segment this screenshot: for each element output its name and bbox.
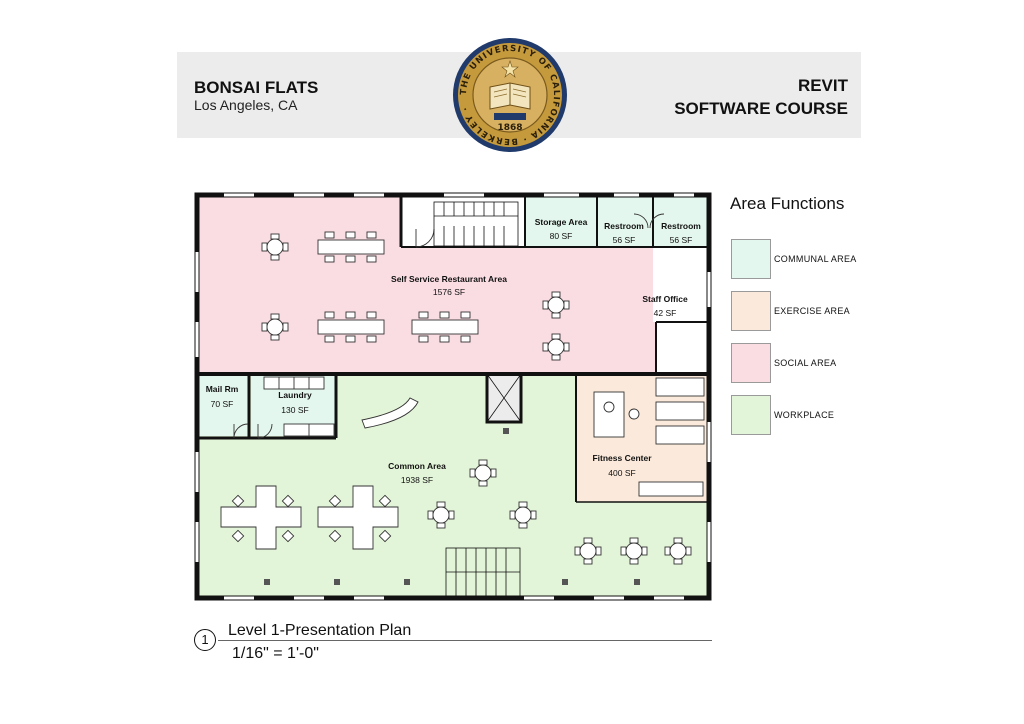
stairs-upper (433, 201, 519, 247)
room-name-staff-office: Staff Office (642, 294, 688, 304)
project-name: BONSAI FLATS (194, 78, 319, 97)
legend-swatch-communal (731, 239, 771, 279)
legend-label-exercise: EXERCISE AREA (774, 306, 850, 316)
room-fill-restroom-1 (597, 197, 653, 247)
room-area-restaurant: 1576 SF (433, 287, 465, 297)
room-area-staff-office: 42 SF (654, 308, 677, 318)
seal-banner (494, 113, 526, 120)
university-seal-logo: THE UNIVERSITY OF CALIFORNIA · BERKELEY … (453, 38, 567, 152)
room-area-restroom-1: 56 SF (613, 235, 636, 245)
room-labels: Self Service Restaurant Area 1576 SF Sto… (206, 217, 702, 485)
stair-core-upper (401, 197, 523, 247)
interior-walls (197, 197, 709, 503)
room-name-fitness-center: Fitness Center (592, 453, 652, 463)
legend-swatch-exercise (731, 291, 771, 331)
window-openings (195, 193, 711, 600)
room-name-common-area: Common Area (388, 461, 446, 471)
seal-year: 1868 (497, 123, 522, 133)
room-area-fitness-center: 400 SF (608, 468, 635, 478)
room-name-mail-room: Mail Rm (206, 384, 239, 394)
room-fill-storage (525, 197, 597, 247)
room-area-common-area: 1938 SF (401, 475, 433, 485)
course-title: REVIT SOFTWARE COURSE (588, 74, 848, 120)
fitness-equipment (593, 377, 705, 497)
legend-label-workplace: WORKPLACE (774, 410, 835, 420)
room-name-laundry: Laundry (278, 390, 312, 400)
staff-office-service (656, 322, 707, 374)
seal-star-icon (501, 60, 519, 78)
course-title-line-1: REVIT (797, 76, 848, 95)
room-name-restroom-2: Restroom (661, 221, 701, 231)
room-area-restroom-2: 56 SF (670, 235, 693, 245)
room-name-restroom-1: Restroom (604, 221, 644, 231)
project-location: Los Angeles, CA (194, 97, 298, 113)
course-title-line-2: SOFTWARE COURSE (674, 99, 848, 118)
room-area-mail-room: 70 SF (211, 399, 234, 409)
view-number-badge: 1 (194, 629, 216, 651)
room-name-restaurant: Self Service Restaurant Area (391, 274, 507, 284)
laundry-machines (263, 376, 335, 437)
room-area-laundry: 130 SF (281, 405, 308, 415)
room-fill-mail-room (197, 374, 249, 436)
room-name-storage: Storage Area (535, 217, 588, 227)
stairs-lower (445, 547, 521, 597)
room-fill-restaurant (197, 197, 656, 374)
restaurant-furniture (261, 231, 570, 361)
room-fill-restroom-2 (653, 197, 707, 247)
legend-label-social: SOCIAL AREA (774, 358, 837, 368)
room-area-storage: 80 SF (550, 231, 573, 241)
legend-label-communal: COMMUNAL AREA (774, 254, 857, 264)
legend-swatch-social (731, 343, 771, 383)
common-area-furniture (220, 397, 692, 565)
view-title: Level 1-Presentation Plan (228, 622, 412, 639)
floor-plan: Self Service Restaurant Area 1576 SF Sto… (194, 192, 712, 601)
column-markers (264, 428, 640, 585)
view-scale: 1/16" = 1'-0" (232, 645, 319, 662)
legend-title: Area Functions (730, 194, 845, 213)
view-title-underline (218, 640, 712, 641)
legend-swatch-workplace (731, 395, 771, 435)
